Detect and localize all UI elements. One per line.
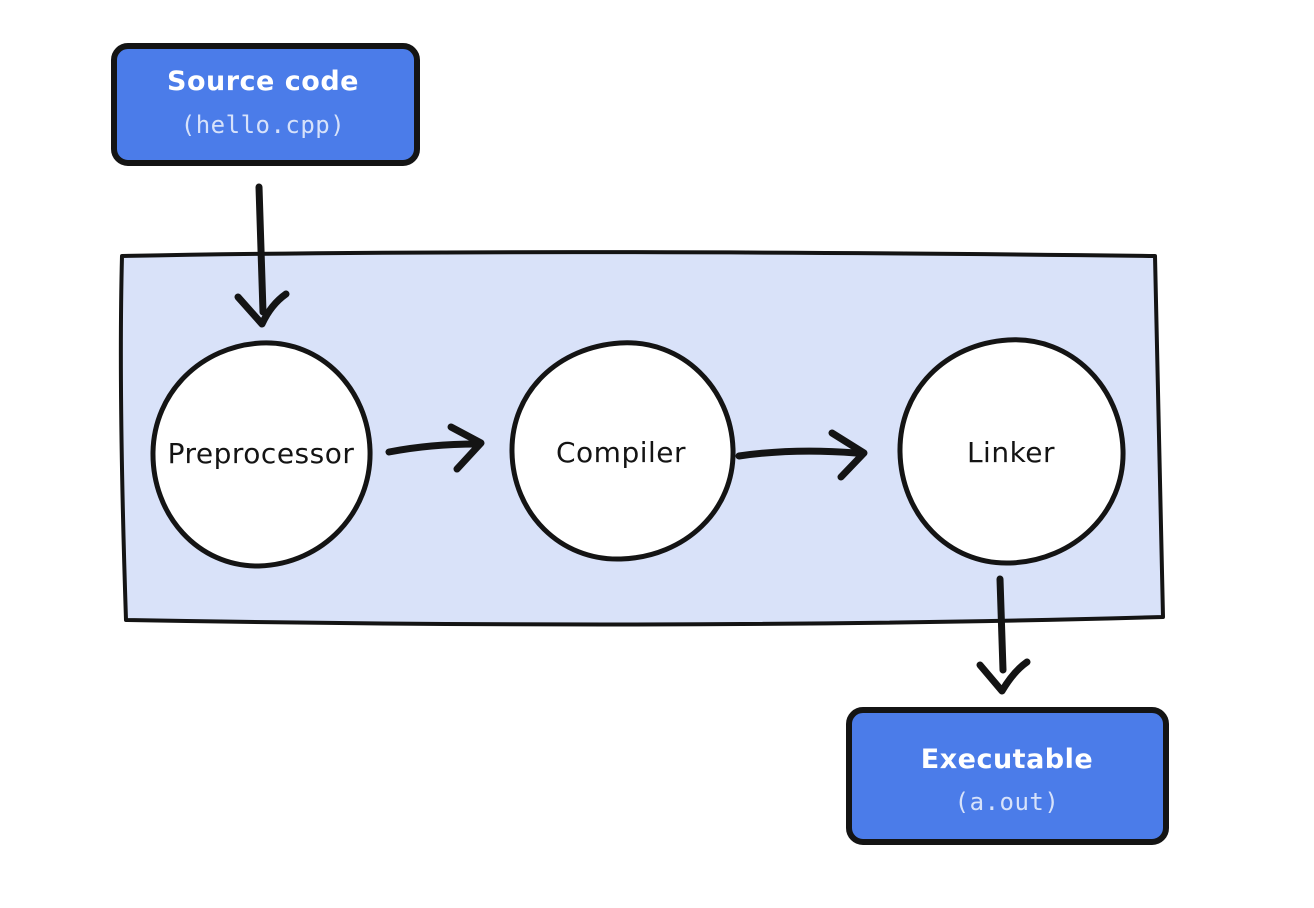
node-circle [509,340,736,562]
arrow-compiler-to-linker [735,429,868,481]
source-code-label: Source code [167,66,359,97]
arrow-shaft [735,447,860,460]
arrow-source-to-preprocessor [234,183,290,328]
arrow-head-icon [828,429,868,481]
arrow-head-icon [447,423,485,473]
source-code-box: Source code (hello.cpp) [111,43,420,166]
arrow-shaft [255,183,267,316]
arrow-shaft [996,575,1007,674]
arrow-linker-to-executable [976,575,1031,695]
node-label: Compiler [556,436,686,469]
executable-box: Executable (a.out) [846,707,1169,845]
node-label: Preprocessor [168,437,355,470]
node-label: Linker [967,436,1055,469]
node-circle [150,340,373,569]
node-circle [897,337,1126,566]
node-preprocessor: Preprocessor [150,340,373,569]
arrow-shaft [385,440,481,456]
executable-label: Executable [921,744,1093,775]
executable-filename: (a.out) [955,788,1060,816]
box-shape [111,43,420,166]
node-linker: Linker [897,337,1126,566]
arrow-head-icon [976,658,1031,695]
arrow-head-icon [234,290,290,328]
source-code-filename: (hello.cpp) [181,111,345,139]
arrow-preprocessor-to-compiler [385,423,485,473]
box-shape [846,707,1169,845]
node-compiler: Compiler [509,340,736,562]
